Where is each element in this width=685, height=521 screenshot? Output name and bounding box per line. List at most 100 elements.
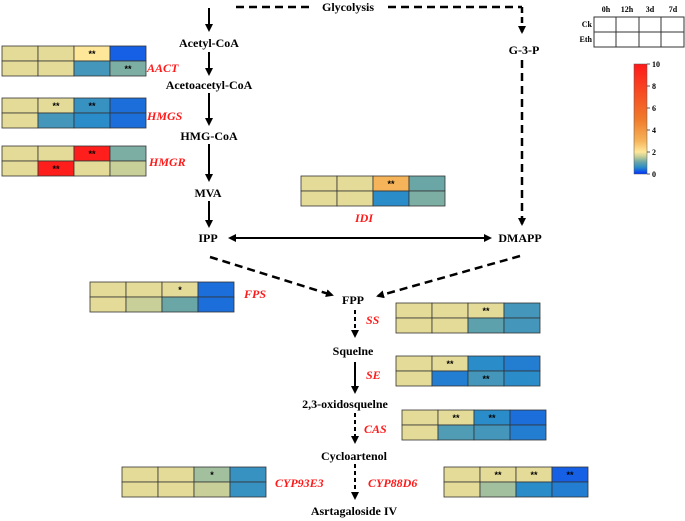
heatmap-cell <box>479 481 517 498</box>
heatmap-cell <box>37 60 75 77</box>
significance-mark: ** <box>387 179 395 189</box>
colorbar-tick-label: 0 <box>652 170 656 179</box>
significance-mark: ** <box>124 64 132 74</box>
significance-mark: ** <box>530 470 538 480</box>
heatmap-cell <box>300 190 338 207</box>
heatmap-cell <box>37 45 75 62</box>
significance-mark: ** <box>88 101 96 111</box>
heatmap-hmgr: ****HMGR <box>1 145 186 177</box>
heatmap-cell <box>73 60 111 77</box>
significance-mark: ** <box>482 306 490 316</box>
heatmap-cyp88d6: ** ** ** CYP88D6 <box>368 466 589 498</box>
significance-mark: * <box>210 470 214 480</box>
heatmap-cell <box>121 481 159 498</box>
heatmap-cell <box>372 190 410 207</box>
metabolite-ipp: IPP <box>198 231 217 245</box>
pathway-arrows <box>205 5 526 500</box>
gene-label-se: SE <box>366 368 381 382</box>
metabolite-astragaloside: Asrtagaloside IV <box>311 504 398 518</box>
heatmap-cell <box>401 424 439 441</box>
metabolite-g3p: G-3-P <box>509 43 540 57</box>
heatmap-cell <box>161 296 199 313</box>
metabolite-mva: MVA <box>194 186 221 200</box>
heatmap-cell <box>1 112 39 129</box>
heatmap-cell <box>1 45 39 62</box>
significance-mark: * <box>178 285 182 295</box>
heatmap-cell <box>73 112 111 129</box>
heatmap-cell <box>73 160 111 177</box>
significance-mark: ** <box>566 470 574 480</box>
dashed-dmapp-fpp <box>376 254 521 299</box>
colorbar-bar <box>633 63 648 175</box>
significance-mark: ** <box>88 149 96 159</box>
heatmap-cell <box>503 302 541 319</box>
gene-label-hmgr: HMGR <box>148 155 186 169</box>
heatmap-cell <box>1 60 39 77</box>
heatmap-cell <box>336 175 374 192</box>
heatmap-hmgs: ****HMGS <box>1 97 183 129</box>
heatmap-cell <box>395 302 433 319</box>
gene-label-cyp93e3: CYP93E3 <box>275 476 324 490</box>
heatmap-cell <box>37 145 75 162</box>
gene-label-cyp88d6: CYP88D6 <box>368 476 417 490</box>
colorbar-tick-label: 8 <box>652 82 656 91</box>
gene-label-cas: CAS <box>364 422 387 436</box>
heatmap-cell <box>509 409 547 426</box>
significance-mark: ** <box>446 359 454 369</box>
metabolite-acetoacetyl-coa: Acetoacetyl-CoA <box>166 78 253 92</box>
heatmap-cas: ** ** CAS <box>364 409 547 441</box>
heatmap-cell <box>229 466 267 483</box>
legend-col-0h: 0h <box>602 5 611 14</box>
metabolite-fpp: FPP <box>342 293 364 307</box>
heatmap-cell <box>1 160 39 177</box>
metabolite-cycloartenol: Cycloartenol <box>321 449 388 463</box>
heatmap-cell <box>467 317 505 334</box>
heatmap-cell <box>431 370 469 387</box>
heatmap-cell <box>443 466 481 483</box>
heatmap-fps: *FPS <box>89 281 266 313</box>
heatmap-cyp93e3: * CYP93E3 <box>121 466 324 498</box>
legend-col-12h: 12h <box>621 5 634 14</box>
legend-col-7d: 7d <box>669 5 678 14</box>
heatmap-cell <box>395 355 433 372</box>
heatmap-cell <box>37 112 75 129</box>
metabolite-acetyl-coa: Acetyl-CoA <box>179 36 239 50</box>
heatmap-cell <box>503 370 541 387</box>
heatmap-cell <box>157 481 195 498</box>
heatmap-cell <box>229 481 267 498</box>
metabolite-oxidosqualene: 2,3-oxidosquelne <box>302 397 388 411</box>
heatmap-cell <box>125 281 163 298</box>
significance-mark: ** <box>488 413 496 423</box>
heatmap-cell <box>121 466 159 483</box>
heatmap-cell <box>443 481 481 498</box>
heatmap-cell <box>109 97 147 114</box>
heatmap-cell <box>89 281 127 298</box>
heatmap-se: ****SE <box>366 355 541 387</box>
heatmap-cell <box>1 145 39 162</box>
heatmap-cell <box>125 296 163 313</box>
colorbar-tick-label: 10 <box>652 60 660 69</box>
dashed-ipp-fpp <box>209 255 334 298</box>
heatmap-cell <box>109 145 147 162</box>
heatmap-cell <box>503 355 541 372</box>
heatmap-cell <box>395 370 433 387</box>
heatmap-cell <box>467 355 505 372</box>
heatmap-cell <box>437 424 475 441</box>
heatmap-cell <box>109 112 147 129</box>
significance-mark: ** <box>494 470 502 480</box>
heatmap-idi: ** IDI <box>300 175 446 225</box>
heatmap-cell <box>336 190 374 207</box>
heatmap-ss: **SS <box>366 302 541 334</box>
gene-heatmaps: ****AACT****HMGS****HMGR**IDI*FPS**SS***… <box>1 45 589 498</box>
heatmap-cell <box>473 424 511 441</box>
significance-mark: ** <box>452 413 460 423</box>
significance-mark: ** <box>52 101 60 111</box>
gene-label-idi: IDI <box>354 211 374 225</box>
colorbar-tick-label: 4 <box>652 126 656 135</box>
heatmap-cell <box>89 296 127 313</box>
metabolite-squalene: Squelne <box>333 344 374 358</box>
heatmap-cell <box>431 317 469 334</box>
heatmap-cell <box>515 481 553 498</box>
